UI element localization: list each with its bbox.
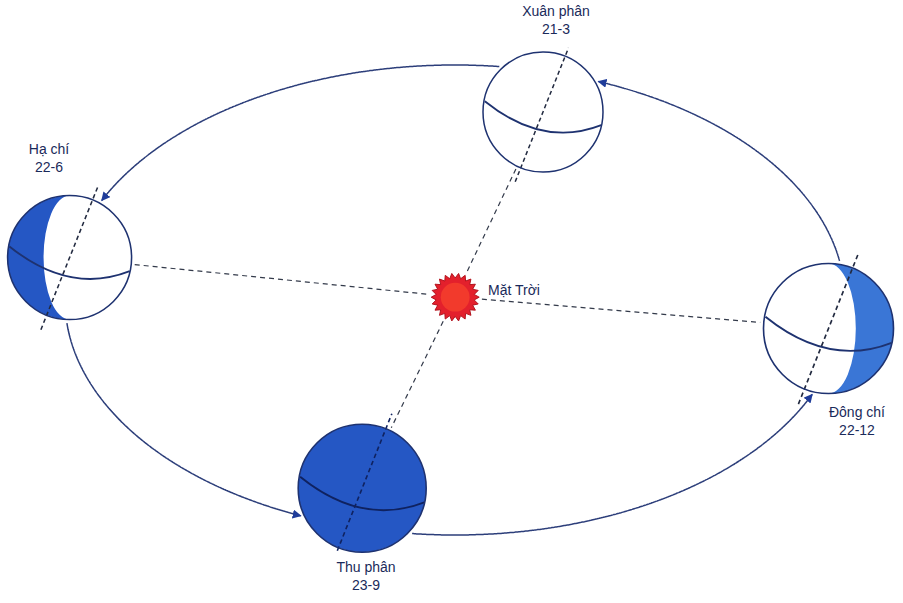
label-box: Xuân phân 21-3 [518, 2, 594, 38]
sun-disc [441, 283, 470, 312]
night-side [8, 196, 70, 320]
label-box: Thu phân 23-9 [330, 558, 402, 594]
earth-globe [298, 424, 426, 552]
season-label: Hạ chí 22-6 [29, 141, 69, 175]
globe-drawing [744, 244, 903, 413]
globe-drawing [424, 266, 486, 328]
globe-outline [763, 263, 893, 393]
orbit-arrow [67, 323, 301, 516]
earth-axis [41, 186, 98, 330]
dashed-line [135, 265, 428, 295]
globe-outline [298, 424, 426, 552]
season-label: Xuân phân 21-3 [522, 3, 590, 37]
globe-drawing [0, 177, 151, 338]
earth-axis [515, 48, 568, 182]
earth-axis [798, 252, 858, 403]
earth-node: Đông chí 22-12 [763, 263, 893, 393]
globe-outline [483, 52, 603, 172]
sun-rays [431, 273, 479, 321]
orbit-arrow [598, 82, 839, 261]
globe-drawing [465, 34, 621, 190]
season-label: Đông chí 22-12 [829, 404, 885, 438]
orbit-arrow [102, 65, 500, 201]
globe-outline [8, 196, 132, 320]
equator-line [300, 476, 424, 510]
label-box: Mặt Trời [486, 281, 576, 299]
label-box: Hạ chí 22-6 [20, 140, 78, 176]
season-label: Thu phân 23-9 [336, 559, 395, 593]
sun-label: Mặt Trời [486, 282, 542, 298]
label-box: Đông chí 22-12 [822, 403, 892, 439]
equator-line [765, 316, 891, 350]
earth-node: Thu phân 23-9 [298, 424, 426, 552]
earth-node: Hạ chí 22-6 [8, 196, 132, 320]
equator-line [485, 101, 601, 132]
globe-drawing [279, 405, 445, 571]
dashed-line [467, 169, 516, 273]
night-side [828, 263, 893, 393]
earth-axis [337, 414, 392, 551]
dashed-line [391, 321, 443, 428]
earth-node: Xuân phân 21-3 [483, 52, 603, 172]
sun-node: Mặt Trời [431, 273, 479, 321]
dashed-line [482, 299, 760, 322]
orbit-arrow [412, 394, 812, 535]
equator-line [10, 247, 130, 280]
